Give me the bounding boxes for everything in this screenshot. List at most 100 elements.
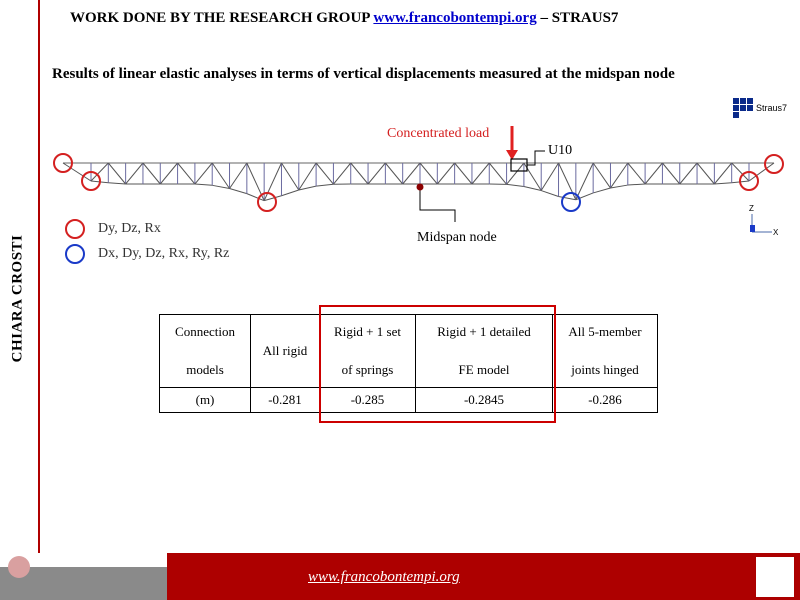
truss-member: [471, 162, 490, 185]
truss-member: [298, 162, 317, 191]
slide-subtitle: Results of linear elastic analyses in te…: [52, 66, 675, 82]
u10-leader: [527, 150, 545, 166]
table-cell: -0.2845: [415, 387, 553, 413]
truss-member: [264, 195, 282, 202]
midspan-label: Midspan node: [417, 230, 497, 245]
header-cell: models: [186, 362, 224, 377]
header-cell: All 5-member: [568, 324, 642, 339]
truss-diagram: [53, 126, 784, 264]
straus7-label: Straus7: [756, 103, 788, 113]
table-cell: -0.281: [250, 387, 320, 413]
truss-member: [298, 185, 317, 191]
truss-member: [263, 162, 282, 201]
support-circle-red: [81, 171, 101, 191]
u10-label: U10: [548, 143, 573, 158]
truss-member: [679, 162, 698, 185]
truss-member: [159, 162, 178, 185]
slide-header: WORK DONE BY THE RESEARCH GROUP www.fran…: [70, 10, 618, 27]
truss-member: [281, 189, 299, 197]
fbo-stamp-logo: [755, 556, 795, 598]
truss-member: [506, 162, 525, 185]
truss-member: [454, 162, 473, 185]
highlight-box: [319, 305, 556, 423]
support-circle-blue: [561, 192, 581, 212]
midspan-leader: [419, 187, 456, 222]
truss-member: [610, 162, 629, 189]
truss-member: [748, 162, 775, 182]
footer-link[interactable]: www.francobontempi.org: [308, 569, 460, 585]
legend-circle-blue: [65, 244, 85, 264]
header-cell: FE model: [458, 362, 510, 377]
header-suffix: – STRAUS7: [540, 10, 619, 26]
table-cell: (m): [159, 387, 251, 413]
straus7-logo: Straus7: [733, 98, 787, 118]
university-seal-icon: [8, 556, 30, 578]
straus7-logo-icon: [733, 98, 753, 118]
truss-member: [107, 162, 127, 185]
truss-member: [419, 162, 438, 185]
truss-member: [558, 196, 576, 201]
truss-member: [731, 162, 750, 182]
truss-member: [367, 162, 386, 185]
truss-structure: [62, 162, 775, 202]
header-link[interactable]: www.francobontempi.org: [373, 10, 537, 26]
truss-member: [506, 183, 524, 187]
truss-member: [541, 190, 559, 197]
truss-member: [212, 184, 230, 189]
truss-member: [575, 162, 594, 200]
truss-member: [662, 162, 681, 185]
truss-member: [281, 162, 300, 191]
truss-member: [488, 162, 507, 185]
load-arrow-head: [506, 150, 518, 160]
axis-x-label: X: [773, 228, 779, 237]
truss-member: [194, 162, 213, 185]
axis-z-label: Z: [749, 204, 754, 213]
load-label: Concentrated load: [387, 126, 490, 141]
truss-member: [714, 182, 732, 185]
truss-member: [436, 162, 456, 185]
truss-member: [644, 162, 663, 185]
truss-member: [229, 188, 247, 195]
truss-member: [540, 162, 559, 191]
truss-member: [384, 162, 404, 185]
truss-member: [315, 162, 334, 185]
truss-member: [246, 193, 265, 202]
support-circle-red: [764, 154, 784, 174]
truss-member: [229, 162, 248, 189]
header-cell: joints hinged: [571, 362, 639, 377]
legend-label-red: Dy, Dz, Rx: [98, 221, 161, 236]
truss-member: [211, 162, 230, 189]
table-cell: -0.286: [552, 387, 658, 413]
truss-member: [592, 162, 611, 189]
truss-member: [350, 162, 369, 185]
truss-member: [142, 162, 161, 185]
truss-member: [194, 183, 213, 186]
support-circle-red: [257, 192, 277, 212]
truss-member: [713, 162, 733, 185]
truss-member: [593, 187, 611, 194]
truss-member: [333, 162, 352, 185]
truss-member: [177, 162, 196, 185]
truss-member: [90, 162, 109, 182]
margin-line: [38, 0, 40, 553]
truss-member: [316, 183, 334, 187]
truss-member: [627, 183, 646, 186]
header-cell: of springs: [341, 362, 394, 377]
truss-member: [62, 162, 92, 182]
legend-label-blue: Dx, Dy, Dz, Rx, Ry, Rz: [98, 246, 230, 261]
header-cell: Rigid + 1 set: [334, 324, 401, 339]
axis-triad-icon: [750, 214, 772, 233]
truss-member: [610, 184, 628, 189]
support-circle-red: [53, 153, 73, 173]
truss-member: [402, 162, 421, 185]
truss-member: [125, 162, 144, 185]
truss-member: [696, 162, 715, 185]
header-cell: Rigid + 1 detailed: [437, 324, 531, 339]
legend-circle-red: [65, 219, 85, 239]
header-cell: Connection: [175, 324, 235, 339]
truss-member: [627, 162, 646, 185]
support-circle-red: [739, 171, 759, 191]
truss-member: [108, 182, 126, 185]
midspan-node: [416, 183, 424, 191]
